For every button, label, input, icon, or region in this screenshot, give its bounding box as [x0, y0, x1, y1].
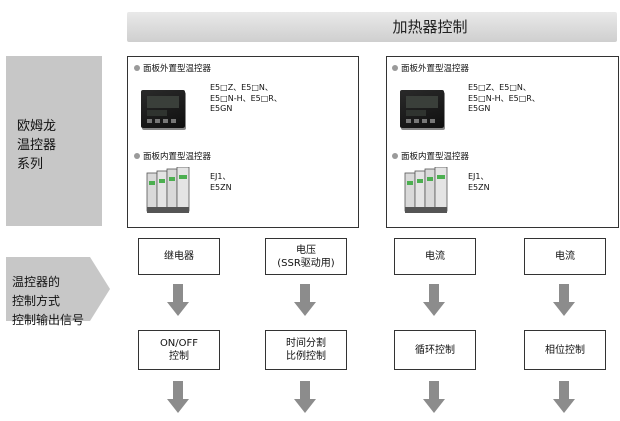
panel-external-row-right: 面板外置型温控器	[392, 62, 469, 74]
output-signal-relay: 继电器	[138, 238, 220, 275]
page-title: 加热器控制	[392, 18, 468, 36]
bullet-icon	[134, 153, 140, 159]
rail-controller-image	[404, 167, 448, 213]
control-method-time-proportional: 时间分割 比例控制	[265, 330, 347, 370]
down-arrow-icon	[423, 381, 445, 413]
bullet-icon	[392, 65, 398, 71]
panel-external-row-left: 面板外置型温控器	[134, 62, 211, 74]
control-method-phase: 相位控制	[524, 330, 606, 370]
panel-controller-image	[400, 90, 444, 128]
down-arrow-icon	[423, 284, 445, 316]
panel-external-models: E5□Z、E5□N、 E5□N-H、E5□R、 E5GN	[210, 83, 282, 113]
panel-internal-label: 面板内置型温控器	[401, 152, 470, 162]
panel-external-label: 面板外置型温控器	[401, 64, 470, 74]
panel-internal-models: EJ1、 E5ZN	[210, 172, 232, 192]
series-panel	[6, 56, 102, 226]
panel-internal-models: EJ1、 E5ZN	[468, 172, 490, 192]
panel-external-label: 面板外置型温控器	[143, 64, 212, 74]
control-method-cycle: 循环控制	[394, 330, 476, 370]
down-arrow-icon	[294, 284, 316, 316]
down-arrow-icon	[553, 284, 575, 316]
output-signal-voltage: 电压 (SSR驱动用)	[265, 238, 347, 275]
panel-internal-row-right: 面板内置型温控器	[392, 150, 469, 162]
bullet-icon	[392, 153, 398, 159]
down-arrow-icon	[553, 381, 575, 413]
panel-internal-row-left: 面板内置型温控器	[134, 150, 211, 162]
control-method-onoff: ON/OFF 控制	[138, 330, 220, 370]
panel-external-models: E5□Z、E5□N、 E5□N-H、E5□R、 E5GN	[468, 83, 540, 113]
bullet-icon	[134, 65, 140, 71]
control-method-label: 温控器的 控制方式 控制输出信号	[12, 275, 85, 327]
output-signal-current: 电流	[524, 238, 606, 275]
panel-controller-image	[141, 90, 185, 128]
output-signal-current: 电流	[394, 238, 476, 275]
header-bar	[127, 12, 617, 42]
down-arrow-icon	[167, 284, 189, 316]
control-method-arrow-shape	[6, 257, 110, 321]
down-arrow-icon	[167, 381, 189, 413]
down-arrow-icon	[294, 381, 316, 413]
panel-internal-label: 面板内置型温控器	[143, 152, 212, 162]
series-label: 欧姆龙 温控器 系列	[17, 119, 57, 172]
rail-controller-image	[146, 167, 190, 213]
